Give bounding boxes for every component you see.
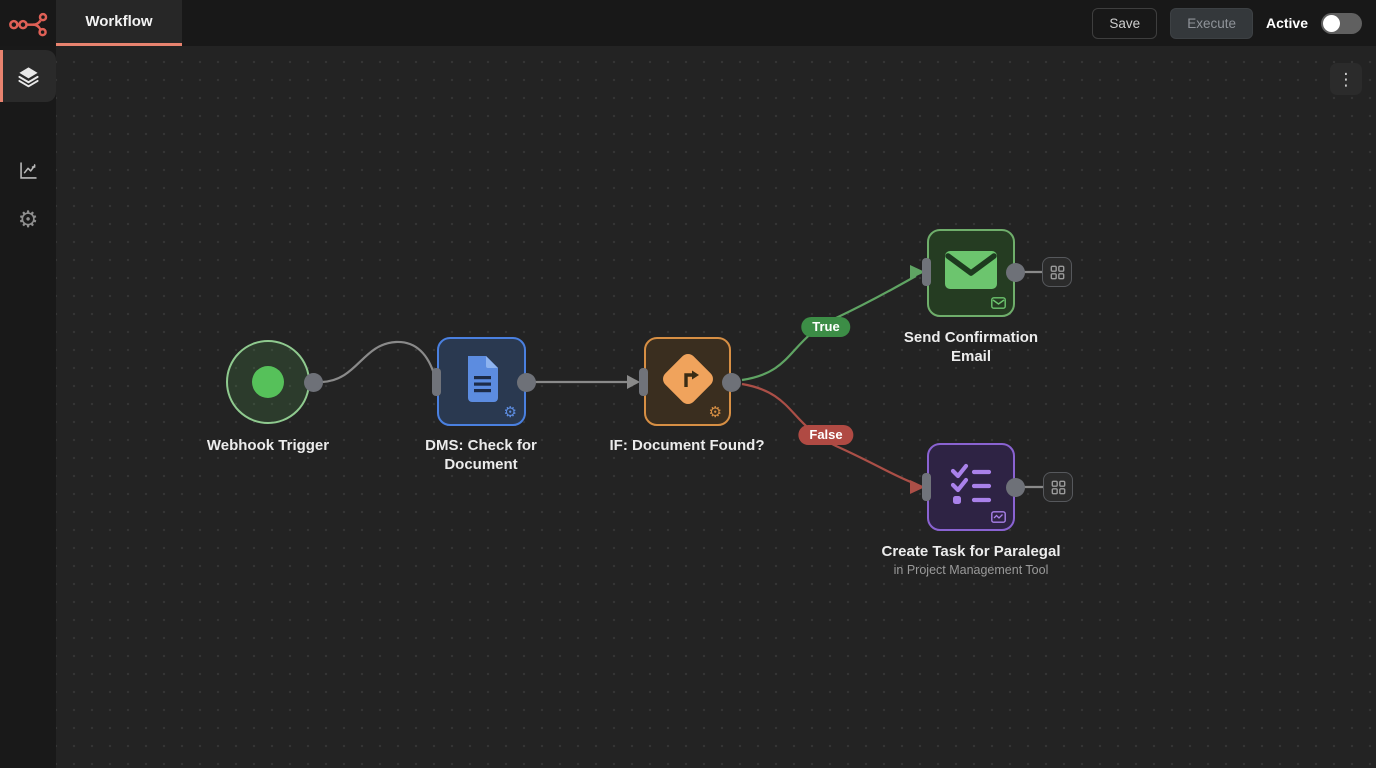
node-if-document-found[interactable]: ⚙ [644,337,731,426]
node-send-confirmation-email[interactable] [927,229,1015,317]
app-logo[interactable] [0,0,56,46]
if-output-connector[interactable] [722,373,741,392]
canvas-menu-button[interactable]: ⋮ [1330,63,1362,95]
task-mini-icon [991,511,1006,523]
email-mini-icon [991,297,1006,309]
left-sidebar: ⚙ [0,46,56,768]
branch-label-true[interactable]: True [801,317,851,337]
task-label-title: Create Task for Paralegal [881,543,1061,560]
node-label-task: Create Task for Paralegal in Project Man… [882,542,1061,580]
task-input-connector[interactable] [922,473,931,501]
node-label-webhook: Webhook Trigger [206,437,330,454]
grid-icon [1051,480,1065,494]
dms-label-line2: Document [444,456,518,473]
toggle-knob [1323,14,1340,32]
node-settings-gear-icon: ⚙ [708,403,722,421]
active-toggle[interactable] [1321,12,1362,34]
node-label-dms: DMS: Check for Document [425,436,537,474]
webhook-output-connector[interactable] [304,373,323,392]
top-bar: Workflow Save Execute Active [0,0,1376,46]
sidebar-item-layers[interactable] [0,50,56,102]
dms-label-line1: DMS: Check for [425,437,537,454]
active-label: Active [1265,15,1308,31]
wire-arrow-task [910,480,925,494]
task-label-subtitle: in Project Management Tool [893,563,1049,577]
execute-button[interactable]: Execute [1170,7,1253,39]
node-settings-gear-icon: ⚙ [503,403,517,421]
checklist-icon [950,464,992,505]
wire-webhook-dms[interactable] [321,340,437,384]
email-add-node-button[interactable] [1042,257,1072,287]
document-icon [467,355,498,402]
branch-label-false[interactable]: False [798,425,854,445]
node-create-task-paralegal[interactable] [927,443,1015,531]
wire-arrow-if [627,375,640,389]
envelope-icon [945,251,997,290]
sidebar-item-settings[interactable]: ⚙ [0,194,56,246]
email-input-connector[interactable] [922,258,931,286]
tab-workflow[interactable]: Workflow [56,0,182,46]
save-button[interactable]: Save [1092,7,1158,39]
logo-icon [9,12,48,37]
wire-arrow-email [910,265,925,279]
chart-icon [19,161,37,179]
node-webhook-trigger[interactable] [226,340,310,424]
email-label-line2: Email [950,348,992,365]
sidebar-item-executions[interactable] [0,144,56,196]
dms-output-connector[interactable] [517,373,536,392]
webhook-trigger-icon [252,366,284,398]
node-label-if: IF: Document Found? [609,437,765,454]
node-label-email: Send Confirmation Email [904,328,1038,366]
branch-arrow-glyph [683,370,699,387]
if-input-connector[interactable] [639,368,648,396]
task-add-node-button[interactable] [1043,472,1073,502]
task-output-connector[interactable] [1006,478,1025,497]
node-dms-check[interactable]: ⚙ [437,337,526,426]
layers-icon [17,66,39,87]
wire-if-task-false[interactable] [741,382,917,486]
grid-icon [1050,265,1064,279]
gear-icon: ⚙ [17,206,39,233]
email-output-connector[interactable] [1006,263,1025,282]
dms-input-connector[interactable] [432,368,441,396]
kebab-menu-icon: ⋮ [1337,69,1355,89]
email-label-line1: Send Confirmation [903,329,1039,346]
